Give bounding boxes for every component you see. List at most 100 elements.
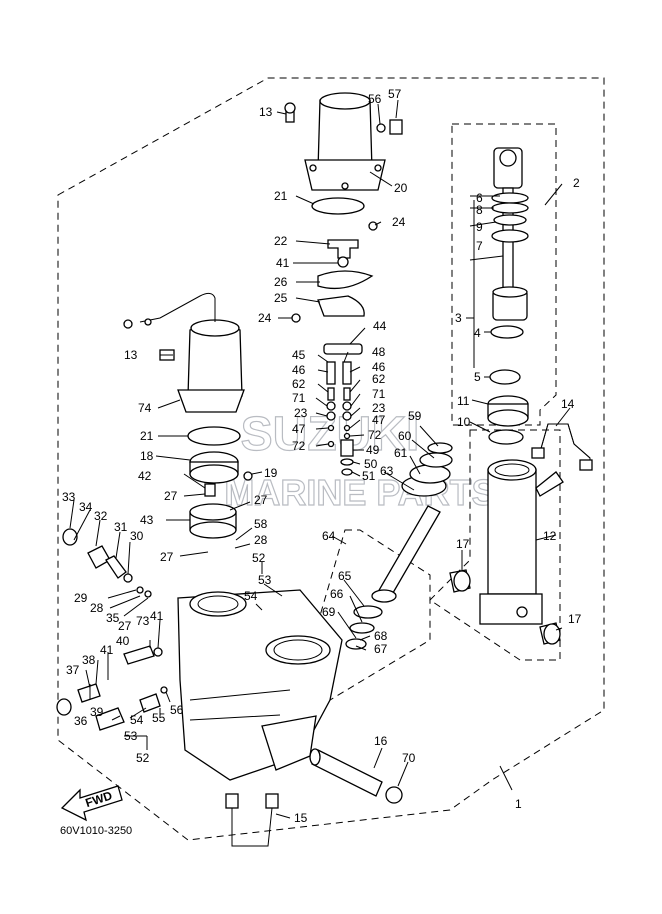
nut-41 xyxy=(337,256,349,268)
callout-31: 31 xyxy=(114,520,128,534)
callout-27-d: 27 xyxy=(118,619,132,633)
callout-35: 35 xyxy=(106,611,120,625)
valve-55 xyxy=(139,693,161,713)
callout-57: 57 xyxy=(388,87,402,101)
oring-56 xyxy=(376,123,386,133)
callout-9: 9 xyxy=(476,220,483,234)
callout-16: 16 xyxy=(374,734,388,748)
clip-70 xyxy=(385,786,403,804)
callout-33: 33 xyxy=(62,490,76,504)
plate-26 xyxy=(317,270,374,290)
ring-5 xyxy=(489,369,521,385)
screw-39 xyxy=(95,707,125,731)
callout-28-left: 28 xyxy=(90,601,104,615)
callout-56-upper: 56 xyxy=(368,92,382,106)
callout-69: 69 xyxy=(322,605,336,619)
callout-64: 64 xyxy=(322,529,336,543)
callout-46-right: 46 xyxy=(372,360,386,374)
callout-68: 68 xyxy=(374,629,388,643)
callout-29: 29 xyxy=(74,591,88,605)
callout-43: 43 xyxy=(140,513,154,527)
upper-motor-cap xyxy=(319,92,371,110)
screw-32 xyxy=(87,545,111,569)
callout-8: 8 xyxy=(476,203,483,217)
ring-36 xyxy=(56,698,72,716)
callout-48: 48 xyxy=(372,345,386,359)
oring-65 xyxy=(353,605,383,619)
cylinder-base xyxy=(479,593,543,625)
callout-52-right: 52 xyxy=(252,551,266,565)
callout-50: 50 xyxy=(364,457,378,471)
callout-17-right: 17 xyxy=(568,612,582,626)
callout-5: 5 xyxy=(474,370,481,384)
callout-71-left: 71 xyxy=(292,391,306,405)
callout-6: 6 xyxy=(476,191,483,205)
callout-13-lower: 13 xyxy=(124,348,138,362)
manual-valve-parts xyxy=(56,528,168,731)
valve-49 xyxy=(340,439,354,457)
spring-46-right xyxy=(342,361,352,385)
valve-stack xyxy=(291,221,378,476)
callout-17-left: 17 xyxy=(456,537,470,551)
callout-51: 51 xyxy=(362,469,376,483)
spring-31 xyxy=(105,555,127,579)
cylinder-body xyxy=(487,469,537,595)
callout-4: 4 xyxy=(474,326,481,340)
valve-62-left xyxy=(327,387,335,401)
pipe-group-boundary xyxy=(309,529,431,701)
upper-motor-flange xyxy=(304,159,386,191)
callout-21-lower: 21 xyxy=(140,429,154,443)
callout-13-upper: 13 xyxy=(259,105,273,119)
callout-1: 1 xyxy=(515,797,522,811)
tilt-piston-rod-assembly xyxy=(487,147,529,445)
callout-62-right: 62 xyxy=(372,372,386,386)
screw-37 xyxy=(77,683,101,703)
callout-54-left: 54 xyxy=(130,713,144,727)
callout-58: 58 xyxy=(254,517,268,531)
callout-40: 40 xyxy=(116,634,130,648)
callout-11: 11 xyxy=(457,394,470,408)
callout-61: 61 xyxy=(394,446,408,460)
oring-51 xyxy=(341,468,353,476)
callout-12: 12 xyxy=(543,529,557,543)
oring-10 xyxy=(488,429,524,445)
leader-lines xyxy=(69,99,571,819)
screw-19 xyxy=(243,471,253,481)
callout-27-c: 27 xyxy=(160,550,174,564)
oring-60 xyxy=(419,452,453,468)
diagram-code: 60V1010-3250 xyxy=(60,825,132,837)
callout-labels: 1 2 3 4 5 6 7 8 9 10 11 12 13 13 14 15 1… xyxy=(62,87,582,825)
oring-42 xyxy=(204,483,216,497)
callout-41-right: 41 xyxy=(150,609,164,623)
cylinder-12 xyxy=(479,459,564,625)
callout-30: 30 xyxy=(130,529,144,543)
spring-46-left xyxy=(326,361,336,385)
callout-32: 32 xyxy=(94,509,108,523)
callout-7: 7 xyxy=(476,239,483,253)
lower-motor-flange xyxy=(177,389,245,413)
tilt-cylinder-group-boundary xyxy=(451,123,557,426)
screw-24-upper xyxy=(368,221,378,231)
callout-72-left: 72 xyxy=(292,439,306,453)
callout-36: 36 xyxy=(74,714,88,728)
callout-22: 22 xyxy=(274,234,288,248)
callout-41-upper: 41 xyxy=(276,256,290,270)
oring-50 xyxy=(340,458,354,466)
ring-4 xyxy=(490,325,524,339)
callout-34: 34 xyxy=(79,500,93,514)
callout-59: 59 xyxy=(408,409,422,423)
pump-body xyxy=(177,589,343,781)
callout-41-left: 41 xyxy=(100,643,114,657)
watermark-line2: MARINE PARTS xyxy=(224,472,495,513)
callout-24-upper: 24 xyxy=(392,215,406,229)
bracket-22 xyxy=(327,239,359,259)
callout-62-left: 62 xyxy=(292,377,306,391)
callout-44: 44 xyxy=(373,319,387,333)
callout-53-left: 53 xyxy=(124,729,138,743)
callout-52-left: 52 xyxy=(136,751,150,765)
callout-53-right: 53 xyxy=(258,573,272,587)
callout-45: 45 xyxy=(292,348,306,362)
motor-wire xyxy=(139,292,216,323)
pipe-15 xyxy=(231,807,273,847)
